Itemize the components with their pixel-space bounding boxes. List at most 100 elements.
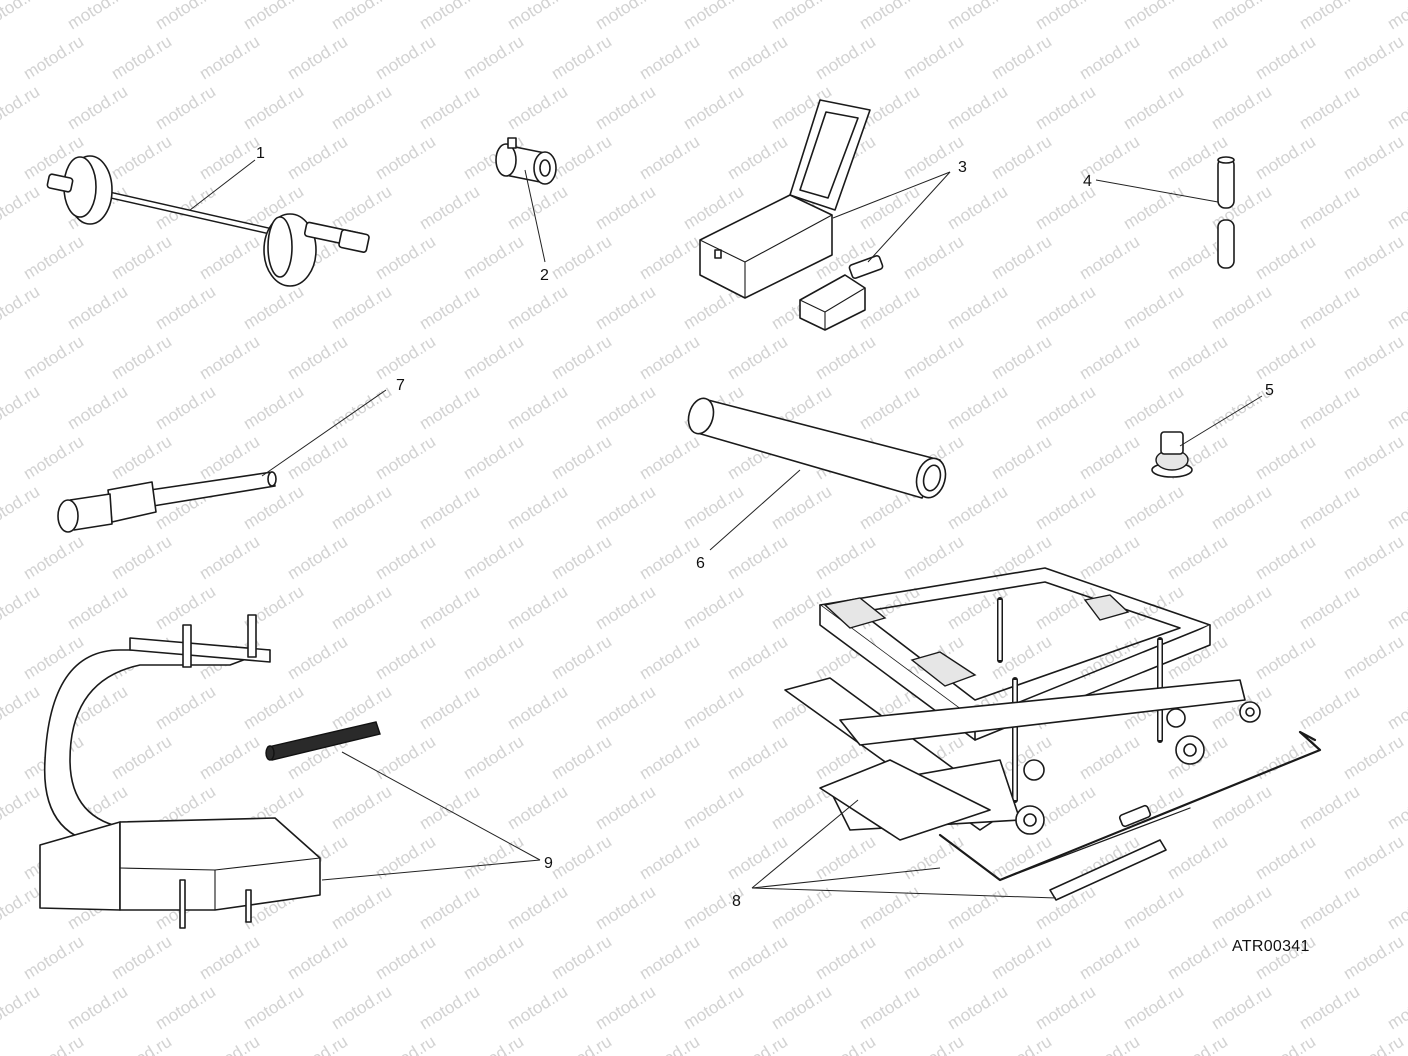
watermark-text: motod.ru	[1120, 382, 1187, 434]
watermark-text: motod.ru	[0, 582, 43, 634]
watermark-text: motod.ru	[1252, 832, 1319, 884]
watermark-text: motod.ru	[548, 332, 615, 384]
watermark-text: motod.ru	[1296, 82, 1363, 134]
watermark-text: motod.ru	[108, 32, 175, 84]
watermark-text: motod.ru	[1208, 782, 1275, 834]
watermark-text: motod.ru	[812, 932, 879, 984]
part-3-tool-block	[799, 254, 884, 331]
watermark-text: motod.ru	[592, 582, 659, 634]
watermark-text: motod.ru	[1252, 632, 1319, 684]
watermark-text: motod.ru	[372, 532, 439, 584]
watermark-text: motod.ru	[548, 432, 615, 484]
watermark-text: motod.ru	[812, 32, 879, 84]
watermark-text: motod.ru	[724, 132, 791, 184]
watermark-text: motod.ru	[1208, 482, 1275, 534]
part-9-rubber-strip	[265, 721, 381, 761]
watermark-text: motod.ru	[20, 932, 87, 984]
watermark-text: motod.ru	[1252, 332, 1319, 384]
watermark-text: motod.ru	[108, 932, 175, 984]
watermark-text: motod.ru	[900, 132, 967, 184]
watermark-text: motod.ru	[944, 182, 1011, 234]
watermark-text: motod.ru	[1384, 382, 1408, 434]
watermark-text: motod.ru	[680, 682, 747, 734]
watermark-text: motod.ru	[724, 532, 791, 584]
watermark-text: motod.ru	[1120, 582, 1187, 634]
watermark-text: motod.ru	[416, 782, 483, 834]
watermark-text: motod.ru	[284, 32, 351, 84]
watermark-text: motod.ru	[1384, 682, 1408, 734]
watermark-text: motod.ru	[900, 1032, 967, 1056]
watermark-text: motod.ru	[856, 182, 923, 234]
watermark-text: motod.ru	[372, 932, 439, 984]
watermark-text: motod.ru	[284, 132, 351, 184]
watermark-text: motod.ru	[240, 382, 307, 434]
watermark-text: motod.ru	[900, 532, 967, 584]
leader-lines	[189, 159, 1263, 899]
watermark-text: motod.ru	[1120, 982, 1187, 1034]
watermark-text: motod.ru	[1252, 532, 1319, 584]
watermark-text: motod.ru	[416, 882, 483, 934]
watermark-text: motod.ru	[988, 132, 1055, 184]
watermark-text: motod.ru	[1076, 32, 1143, 84]
watermark-text: motod.ru	[900, 832, 967, 884]
leader-6	[709, 469, 801, 551]
watermark-text: motod.ru	[108, 532, 175, 584]
watermark-text: motod.ru	[328, 782, 395, 834]
watermark-text: motod.ru	[1208, 982, 1275, 1034]
watermark-text: motod.ru	[944, 282, 1011, 334]
watermark-text: motod.ru	[372, 232, 439, 284]
watermark-text: motod.ru	[240, 82, 307, 134]
watermark-text: motod.ru	[460, 332, 527, 384]
watermark-text: motod.ru	[680, 982, 747, 1034]
watermark-text: motod.ru	[636, 32, 703, 84]
watermark-text: motod.ru	[20, 232, 87, 284]
part-4-pin	[1217, 156, 1235, 269]
watermark-text: motod.ru	[1340, 432, 1407, 484]
watermark-text: motod.ru	[724, 632, 791, 684]
watermark-text: motod.ru	[460, 532, 527, 584]
watermark-text: motod.ru	[504, 282, 571, 334]
watermark-text: motod.ru	[636, 732, 703, 784]
watermark-text: motod.ru	[812, 332, 879, 384]
watermark-text: motod.ru	[1164, 832, 1231, 884]
watermark-text: motod.ru	[1208, 582, 1275, 634]
watermark-text: motod.ru	[1296, 382, 1363, 434]
watermark-text: motod.ru	[548, 132, 615, 184]
watermark-text: motod.ru	[372, 432, 439, 484]
watermark-text: motod.ru	[0, 382, 43, 434]
watermark-text: motod.ru	[372, 732, 439, 784]
watermark-text: motod.ru	[328, 482, 395, 534]
watermark-text: motod.ru	[724, 332, 791, 384]
watermark-text: motod.ru	[1296, 682, 1363, 734]
watermark-text: motod.ru	[240, 982, 307, 1034]
watermark-text: motod.ru	[1340, 332, 1407, 384]
watermark-text: motod.ru	[1384, 582, 1408, 634]
watermark-text: motod.ru	[416, 82, 483, 134]
callout-6: 6	[696, 555, 705, 572]
watermark-text: motod.ru	[328, 282, 395, 334]
watermark-text: motod.ru	[0, 182, 43, 234]
watermark-text: motod.ru	[1032, 482, 1099, 534]
watermark-text: motod.ru	[0, 282, 43, 334]
watermark-text: motod.ru	[240, 0, 307, 33]
watermark-text: motod.ru	[592, 182, 659, 234]
watermark-text: motod.ru	[196, 1032, 263, 1056]
watermark-text: motod.ru	[1296, 582, 1363, 634]
watermark-text: motod.ru	[328, 882, 395, 934]
watermark-text: motod.ru	[856, 82, 923, 134]
watermark-text: motod.ru	[196, 532, 263, 584]
watermark-text: motod.ru	[636, 332, 703, 384]
leader-8a	[751, 799, 859, 889]
watermark-text: motod.ru	[1032, 382, 1099, 434]
watermark-text: motod.ru	[592, 482, 659, 534]
watermark-text: motod.ru	[1076, 232, 1143, 284]
watermark-text: motod.ru	[1208, 882, 1275, 934]
watermark-text: motod.ru	[592, 882, 659, 934]
watermark-text: motod.ru	[196, 332, 263, 384]
watermark-text: motod.ru	[724, 32, 791, 84]
watermark-text: motod.ru	[768, 982, 835, 1034]
watermark-text: motod.ru	[636, 132, 703, 184]
watermark-text: motod.ru	[1384, 282, 1408, 334]
watermark-text: motod.ru	[548, 532, 615, 584]
watermark-text: motod.ru	[0, 782, 43, 834]
